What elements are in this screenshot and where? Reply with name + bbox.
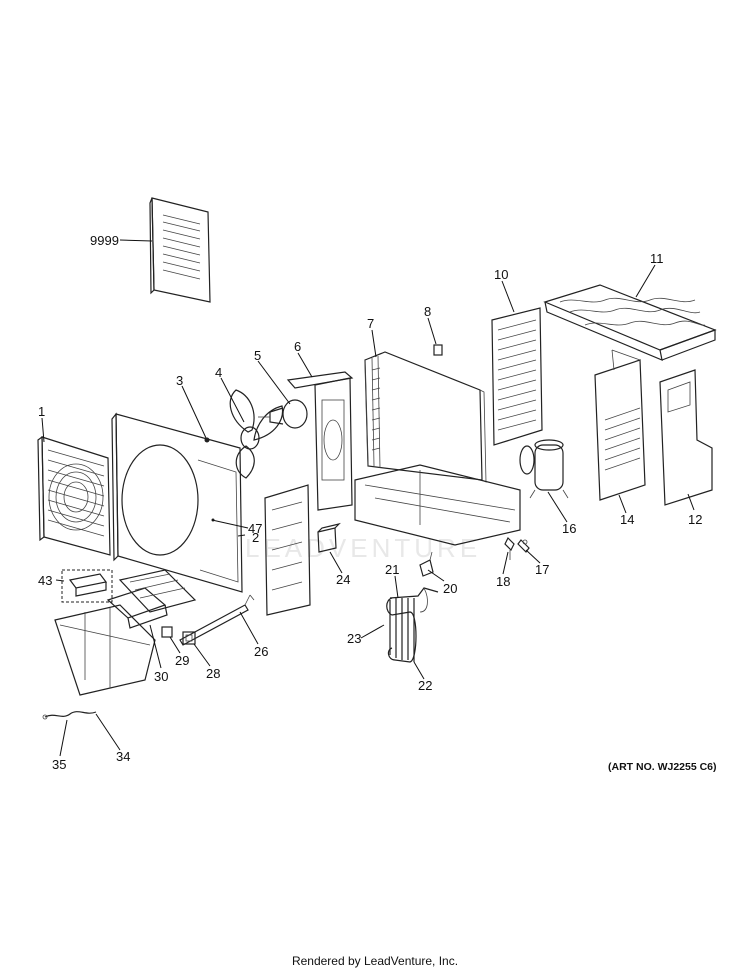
part-4-fan-blade [229,389,284,479]
callout-6: 6 [294,339,301,354]
callout-8: 8 [424,304,431,319]
footer-credit: Rendered by LeadVenture, Inc. [291,954,459,968]
part-12-side-panel [659,369,713,506]
callout-4: 4 [215,365,222,380]
part-5-fan-motor [258,399,308,429]
callout-7: 7 [367,316,374,331]
part-17-service-valve [517,539,530,553]
callout-47: 47 [248,521,262,536]
part-16-compressor [519,439,569,499]
callout-18: 18 [496,574,510,589]
drain-pan [118,569,197,613]
part-6-motor-bracket [286,371,354,511]
callout-30: 30 [154,669,168,684]
callout-43: 43 [38,573,52,588]
callout-35: 35 [52,757,66,772]
part-10-rear-grille [491,307,543,446]
callout-12: 12 [688,512,702,527]
watermark-text: LEADVENTURE [245,533,482,563]
part-7-condenser-coil [364,351,487,483]
callout-22: 22 [418,678,432,693]
callout-28: 28 [206,666,220,681]
leader-lines [41,239,695,757]
callout-10: 10 [494,267,508,282]
callout-21: 21 [385,562,399,577]
part-1-front-grille [37,435,111,556]
part-9999-manual [149,197,211,303]
callout-29: 29 [175,653,189,668]
base-pan [354,464,521,546]
part-26-cable [179,594,255,646]
callout-11: 11 [650,251,664,266]
part-8-sensor-clip [433,344,443,356]
callout-2: 2 [252,530,259,545]
part-21-22-23-heater-assembly [386,587,439,663]
part-11-top-cover [543,284,717,361]
art-number: (ART NO. WJ2255 C6) [608,761,717,773]
part-2-front-panel [111,412,243,593]
callout-24: 24 [336,572,350,587]
callout-5: 5 [254,348,261,363]
part-34-35-wire [42,711,97,720]
callout-1: 1 [38,404,45,419]
part-14-rear-panel [594,349,646,501]
part-3-nut [204,437,210,443]
terminal-board [264,484,311,616]
callout-14: 14 [620,512,634,527]
callout-26: 26 [254,644,268,659]
callout-34: 34 [116,749,130,764]
callout-16: 16 [562,521,576,536]
callout-20: 20 [443,581,457,596]
part-29-connector [161,626,173,638]
callout-23: 23 [347,631,361,646]
callout-3: 3 [176,373,183,388]
part-43-pcb [61,569,113,603]
part-30-control-box [54,587,168,696]
callout-9999: 9999 [90,233,119,248]
part-20-valve-coil [419,551,434,577]
part-24-reactor [317,522,341,553]
part-28-connector [182,631,196,645]
part-18-service-valve [504,536,515,560]
callout-17: 17 [535,562,549,577]
